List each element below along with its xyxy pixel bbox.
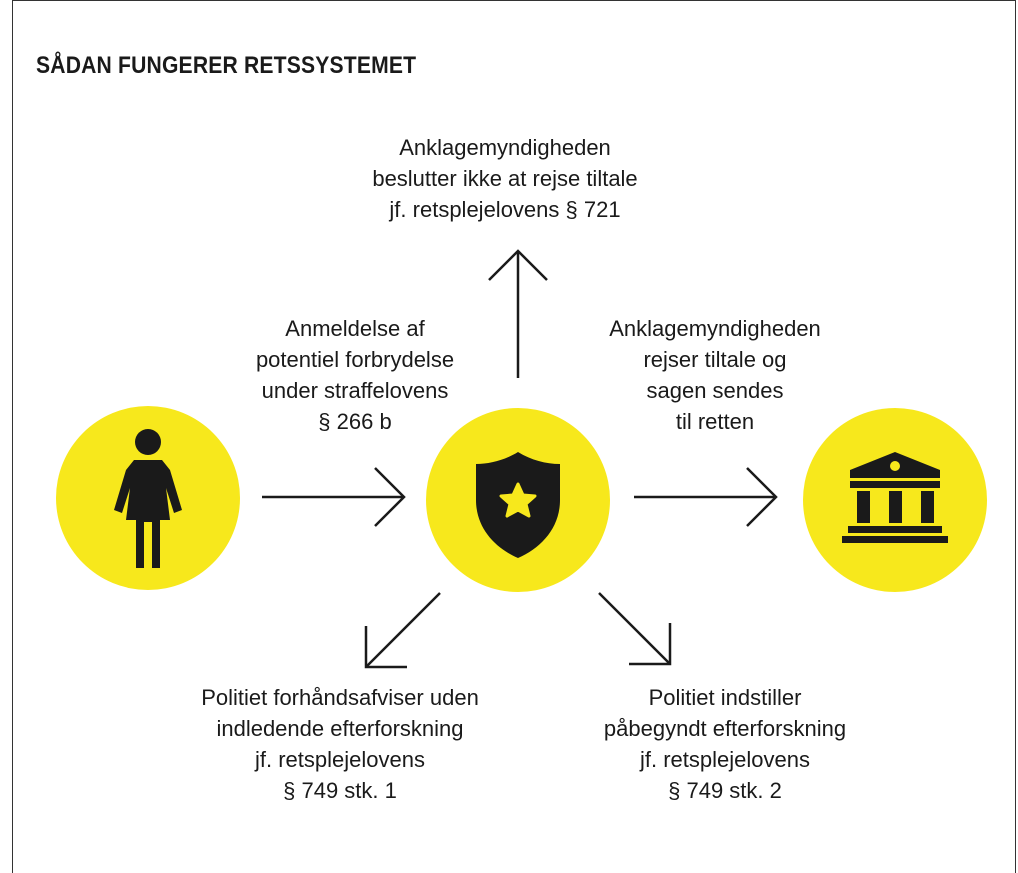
- label-police-reject: Politiet forhåndsafviser uden indledende…: [150, 682, 530, 806]
- police-shield-icon: [476, 452, 560, 558]
- label-line: rejser tiltale og: [643, 347, 787, 372]
- court-node: [803, 408, 987, 592]
- label-line: potentiel forbrydelse: [255, 347, 455, 372]
- label-line: indledende efterforskning: [216, 716, 464, 741]
- label-police-discontinue: Politiet indstiller påbegyndt efterforsk…: [535, 682, 915, 806]
- label-line: sagen sendes: [646, 378, 784, 403]
- person-icon: [114, 429, 182, 568]
- label-line: Politiet forhåndsafviser uden: [201, 685, 479, 710]
- label-line: § 266 b: [318, 409, 392, 434]
- label-line: § 749 stk. 1: [283, 778, 397, 803]
- arrow-police-to-court: [634, 467, 778, 527]
- label-line: Anklagemyndigheden: [399, 135, 611, 160]
- arrow-person-to-police: [262, 467, 406, 527]
- page-title: SÅDAN FUNGERER RETSSYSTEMET: [36, 52, 417, 79]
- police-node: [426, 408, 610, 592]
- infographic-frame: [12, 0, 1016, 873]
- label-line: Politiet indstiller: [648, 685, 802, 710]
- label-line: § 749 stk. 2: [668, 778, 782, 803]
- arrow-police-to-bottom-left: [364, 592, 441, 669]
- label-line: Anklagemyndigheden: [609, 316, 821, 341]
- label-line: beslutter ikke at rejse tiltale: [372, 166, 638, 191]
- label-prosecution-to-court: Anklagemyndigheden rejser tiltale og sag…: [565, 313, 865, 437]
- label-line: påbegyndt efterforskning: [603, 716, 847, 741]
- label-line: til retten: [675, 409, 755, 434]
- label-line: Anmeldelse af: [285, 316, 425, 341]
- label-report: Anmeldelse af potentiel forbrydelse unde…: [205, 313, 505, 437]
- arrow-police-to-bottom-right: [598, 592, 672, 666]
- arrow-police-to-top: [488, 249, 548, 378]
- label-no-prosecution: Anklagemyndigheden beslutter ikke at rej…: [330, 132, 680, 225]
- label-line: jf. retsplejelovens: [640, 747, 810, 772]
- label-line: jf. retsplejelovens § 721: [389, 197, 621, 222]
- label-line: jf. retsplejelovens: [255, 747, 425, 772]
- courthouse-icon: [842, 452, 948, 543]
- label-line: under straffelovens: [261, 378, 449, 403]
- person-node: [56, 406, 240, 590]
